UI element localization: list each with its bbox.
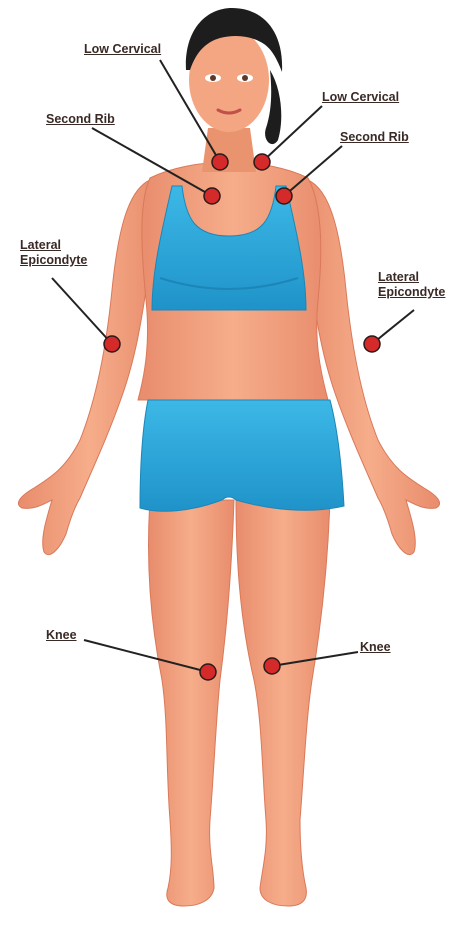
left-leg (149, 500, 235, 906)
label-second-rib-right: Second Rib (340, 130, 409, 145)
label-knee-right: Knee (360, 640, 391, 655)
head (186, 8, 282, 144)
tender-point-marker (104, 336, 120, 352)
label-low-cervical-left: Low Cervical (84, 42, 161, 57)
tender-point-marker (200, 664, 216, 680)
label-second-rib-left: Second Rib (46, 112, 115, 127)
neck (202, 128, 256, 172)
shorts (140, 400, 344, 511)
label-lateral-epicondyte-left: Lateral Epicondyte (20, 238, 87, 268)
tender-point-marker (276, 188, 292, 204)
right-leg (236, 500, 330, 906)
tender-point-marker (364, 336, 380, 352)
label-lateral-epicondyte-right: Lateral Epicondyte (378, 270, 445, 300)
tender-point-marker (212, 154, 228, 170)
label-low-cervical-right: Low Cervical (322, 90, 399, 105)
left-arm (18, 180, 160, 555)
label-knee-left: Knee (46, 628, 77, 643)
leader-line-lateral-epicondyte-left (52, 278, 112, 344)
tender-point-marker (254, 154, 270, 170)
tender-point-marker (204, 188, 220, 204)
tender-point-marker (264, 658, 280, 674)
